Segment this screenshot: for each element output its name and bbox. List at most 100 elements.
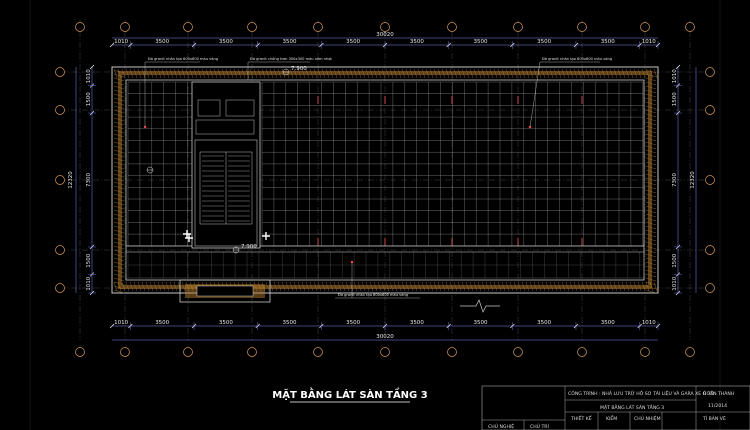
title-block: CÔNG TRÌNH : NHÀ LƯU TRỮ HỒ SƠ TÀI LIỆU … <box>481 385 750 430</box>
hatch-line <box>653 68 658 79</box>
hatch-line <box>645 85 657 90</box>
hatch-line <box>113 97 125 102</box>
hatch-line <box>505 68 510 79</box>
level-marker-stair: 7.900 <box>232 244 257 254</box>
hatch-line <box>113 237 125 242</box>
hatch-line <box>321 68 326 79</box>
hatch-line <box>645 173 657 178</box>
hatch-line <box>645 105 657 110</box>
hatch-line <box>113 129 125 134</box>
tb-date: 11/2014 <box>708 403 727 409</box>
hatch-line <box>517 68 522 79</box>
hatch-line <box>457 281 462 292</box>
hatch-line <box>645 137 657 142</box>
hatch-line <box>409 68 414 79</box>
hatch-line <box>373 68 378 79</box>
hatch-line <box>629 281 634 292</box>
hatch-line <box>309 68 314 79</box>
hatch-line <box>137 281 142 292</box>
hatch-line <box>113 101 125 106</box>
hatch-line <box>569 281 574 292</box>
hatch-line <box>417 68 422 79</box>
axis-bubble <box>705 67 715 77</box>
hatch-line <box>205 68 210 79</box>
hatch-line <box>533 68 538 79</box>
hatch-line <box>521 281 526 292</box>
hatch-line <box>193 68 198 79</box>
hatch-line <box>553 68 558 79</box>
hatch-line <box>189 68 194 79</box>
hatch-line <box>465 68 470 79</box>
hatch-line <box>525 68 530 79</box>
hatch-line <box>173 281 178 292</box>
hatch-line <box>121 68 126 79</box>
hatch-line <box>381 68 386 79</box>
hatch-line <box>297 68 302 79</box>
hatch-line <box>601 281 606 292</box>
hatch-line <box>325 68 330 79</box>
axis-bubble <box>247 22 257 32</box>
hatch-line <box>645 205 657 210</box>
axis-bubble <box>247 347 257 357</box>
hatch-line <box>297 281 302 292</box>
dim-value: 3500 <box>410 320 424 326</box>
hatch-line <box>113 89 125 94</box>
axis-bubble <box>705 245 715 255</box>
hatch-line <box>229 68 234 79</box>
hatch-line <box>309 281 314 292</box>
hatch-line <box>113 277 125 282</box>
hatch-line <box>125 281 130 292</box>
dim-value: 3500 <box>346 39 360 45</box>
hatch-line <box>197 68 202 79</box>
hatch-line <box>645 101 657 106</box>
hatch-line <box>201 68 206 79</box>
hatch-line <box>645 265 657 270</box>
hatch-line <box>493 68 498 79</box>
hatch-line <box>113 93 125 98</box>
hatch-line <box>589 281 594 292</box>
hatch-line <box>113 273 125 278</box>
axis-bubble <box>705 283 715 293</box>
hatch-line <box>113 241 125 246</box>
hatch-line <box>597 281 602 292</box>
hatch-line <box>353 281 358 292</box>
hatch-line <box>113 245 125 250</box>
hatch-line <box>361 281 366 292</box>
floor-tile-grid <box>113 68 658 294</box>
hatch-line <box>477 68 482 79</box>
hatch-line <box>645 281 657 286</box>
hatch-line <box>649 68 654 79</box>
axis-bubble <box>120 22 130 32</box>
hatch-line <box>645 125 657 130</box>
hatch-line <box>361 68 366 79</box>
dim-value: 1010 <box>672 276 678 290</box>
dim-bottom-total: 30020 <box>376 334 394 340</box>
hatch-line <box>113 109 125 114</box>
hatch-line <box>333 68 338 79</box>
hatch-line <box>301 281 306 292</box>
note-3: Đá granit nhân tạo 600x600 màu vàng <box>529 57 612 128</box>
hatch-line <box>401 281 406 292</box>
hatch-line <box>605 68 610 79</box>
hatch-line <box>289 68 294 79</box>
hatch-line <box>441 281 446 292</box>
hatch-line <box>577 281 582 292</box>
hatch-line <box>321 281 326 292</box>
hatch-line <box>113 125 125 130</box>
axis-bubble <box>513 347 523 357</box>
hatch-line <box>125 68 130 79</box>
hatch-line <box>613 68 618 79</box>
hatch-line <box>225 68 230 79</box>
hatch-line <box>337 281 342 292</box>
hatch-line <box>113 225 125 230</box>
hatch-line <box>377 281 382 292</box>
hatch-line <box>153 281 158 292</box>
tb-col-manager: CHỦ NHIỆM <box>634 414 661 422</box>
axis-bubble <box>75 22 85 32</box>
dim-tick <box>675 64 681 70</box>
hatch-line <box>285 281 290 292</box>
hatch-line <box>621 281 626 292</box>
hatch-line <box>233 68 238 79</box>
hatch-line <box>113 165 125 170</box>
hatch-line <box>509 281 514 292</box>
